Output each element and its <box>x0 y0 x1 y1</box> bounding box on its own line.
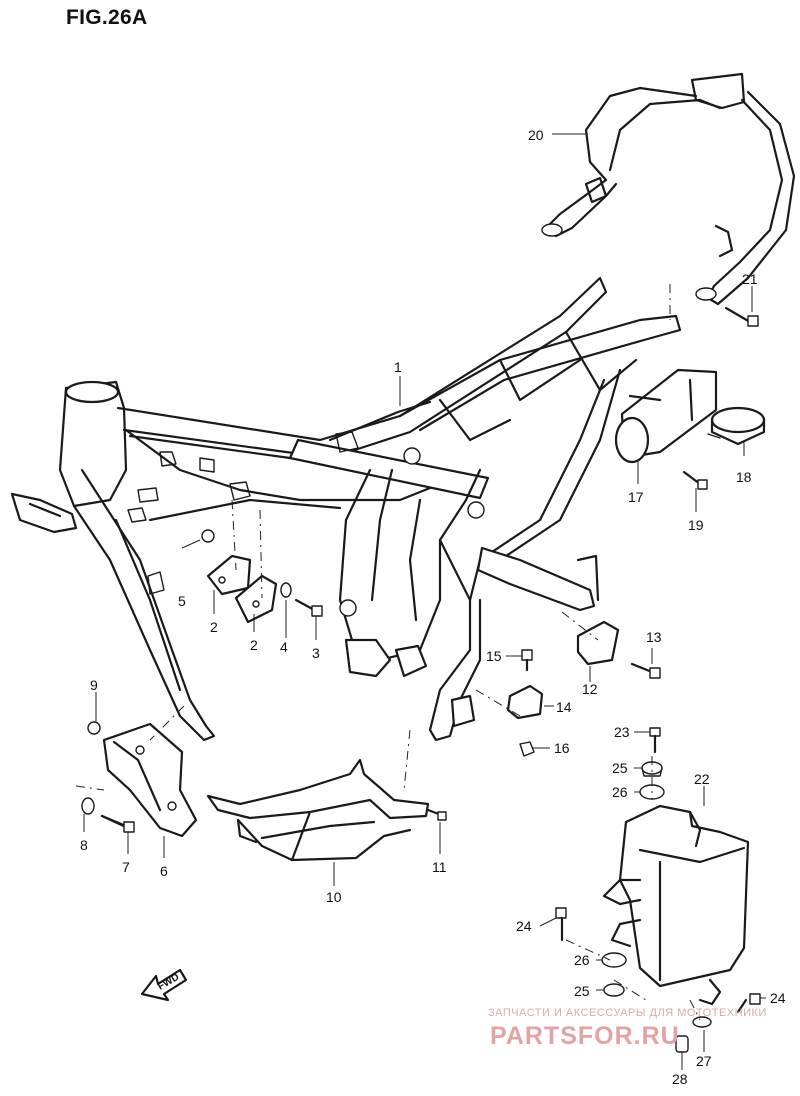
callout-8: 8 <box>80 837 88 853</box>
bolt-15 <box>521 649 533 672</box>
bolt-7 <box>100 814 135 833</box>
callout-24a: 24 <box>516 918 532 934</box>
callout-2b: 2 <box>250 637 258 653</box>
callout-11: 11 <box>432 859 447 875</box>
callout-13: 13 <box>646 629 662 645</box>
front-engine-plate <box>81 721 198 838</box>
callout-10: 10 <box>326 889 342 905</box>
engine-brackets <box>201 529 323 624</box>
callout-labels: 1 2 2 3 4 5 6 7 8 9 10 11 12 13 14 15 16… <box>80 127 786 1087</box>
callout-6: 6 <box>160 863 168 879</box>
callout-26a: 26 <box>612 784 628 800</box>
bolt-21 <box>724 306 759 327</box>
callout-14: 14 <box>556 699 572 715</box>
bolt-23 <box>649 727 661 754</box>
callout-25a: 25 <box>612 760 628 776</box>
callout-22: 22 <box>694 771 710 787</box>
callout-25b: 25 <box>574 983 590 999</box>
watermark-tagline: ЗАПЧАСТИ И АКСЕССУАРЫ ДЛЯ МОТОТЕХНИКИ <box>488 1007 767 1019</box>
bolt-13 <box>630 662 661 679</box>
callout-28: 28 <box>672 1071 688 1087</box>
under-cradle <box>206 758 447 862</box>
watermark-brand: PARTSFOR.RU <box>490 1022 680 1050</box>
callout-15: 15 <box>486 648 502 664</box>
main-frame <box>10 276 682 742</box>
callout-26b: 26 <box>574 952 590 968</box>
callout-4: 4 <box>280 639 288 655</box>
callout-24b: 24 <box>770 990 786 1006</box>
callout-23: 23 <box>614 724 630 740</box>
tool-case <box>614 368 718 464</box>
callout-18: 18 <box>736 469 752 485</box>
washer-27 <box>692 1016 712 1028</box>
clamp-band <box>707 406 766 446</box>
callout-27: 27 <box>696 1053 712 1069</box>
grab-rail <box>541 72 796 306</box>
callout-2a: 2 <box>210 619 218 635</box>
callout-20: 20 <box>528 127 544 143</box>
callout-17: 17 <box>628 489 644 505</box>
battery-box <box>602 804 750 1006</box>
bolt-24 <box>555 907 761 1014</box>
callout-19: 19 <box>688 517 704 533</box>
bolt-19 <box>682 470 708 490</box>
callout-5: 5 <box>178 593 186 609</box>
fwd-direction-arrow: FWD <box>140 968 188 1002</box>
watermark: ЗАПЧАСТИ И АКСЕССУАРЫ ДЛЯ МОТОТЕХНИКИ PA… <box>488 1007 767 1050</box>
figure-title: FIG.26A <box>66 6 148 29</box>
callout-12: 12 <box>582 681 598 697</box>
callout-21: 21 <box>742 271 758 287</box>
callout-7: 7 <box>122 859 130 875</box>
callout-9: 9 <box>90 677 98 693</box>
callout-1: 1 <box>394 359 402 375</box>
rubber-cushion-12 <box>576 620 620 666</box>
assembly-lines <box>75 284 701 1021</box>
leader-lines <box>83 133 766 1070</box>
callout-16: 16 <box>554 740 570 756</box>
cushion-14 <box>506 684 544 720</box>
callout-3: 3 <box>312 645 320 661</box>
nut-16 <box>519 741 535 757</box>
